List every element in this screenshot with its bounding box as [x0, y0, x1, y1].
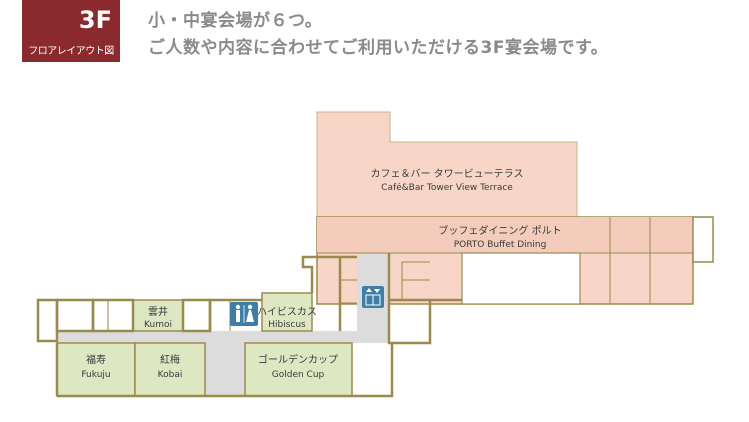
- cafe-terrace-area: [316, 111, 578, 218]
- cafe-label-jp: カフェ＆バー タワービューテラス: [371, 168, 524, 180]
- golden-cup-label-en: Golden Cup: [272, 370, 325, 380]
- heading-line-2: ご人数や内容に合わせてご利用いただける3F宴会場です。: [148, 38, 609, 58]
- restroom-icon: [230, 302, 258, 326]
- kobai-label-jp: 紅梅: [160, 353, 180, 366]
- room-golden-cup: [244, 342, 353, 397]
- kumoi-label-en: Kumoi: [144, 320, 172, 330]
- kobai-label-en: Kobai: [158, 370, 183, 380]
- room-fukuju: [56, 342, 136, 397]
- corridor-main: [57, 331, 390, 343]
- porto-kitchen: [461, 252, 581, 305]
- porto-east-wing: [692, 216, 714, 263]
- golden-cup-label-jp: ゴールデンカップ: [258, 353, 338, 366]
- room-kobai: [134, 342, 206, 397]
- hibiscus-label-en: Hibiscus: [268, 320, 306, 330]
- kumoi-label-jp: 雲井: [148, 305, 168, 318]
- hibiscus-label-jp: ハイビスカス: [257, 306, 317, 318]
- corridor-lobby: [205, 343, 245, 397]
- fukuju-label-en: Fukuju: [81, 370, 110, 380]
- room-hibiscus: [261, 292, 313, 332]
- porto-terrace-strip: [317, 217, 693, 253]
- heading: 小・中宴会場が６つ。 ご人数や内容に合わせてご利用いただける3F宴会場です。: [148, 8, 608, 62]
- room-labels: カフェ＆バー タワービューテラス Café&Bar Tower View Ter…: [81, 168, 561, 380]
- interior-lines: [107, 217, 714, 396]
- porto-label-en: PORTO Buffet Dining: [454, 240, 547, 250]
- floor-caption: フロアレイアウト図: [28, 46, 114, 57]
- floor-badge: 3F フロアレイアウト図: [22, 0, 120, 62]
- elevator-icon: [362, 286, 384, 308]
- building-walls: [36, 253, 462, 398]
- fukuju-label-jp: 福寿: [86, 353, 106, 366]
- porto-label-jp: ブッフェダイニング ポルト: [438, 224, 561, 237]
- cafe-label-en: Café&Bar Tower View Terrace: [381, 182, 513, 193]
- heading-line-1: 小・中宴会場が６つ。: [148, 11, 323, 31]
- floor-number: 3F: [78, 6, 112, 34]
